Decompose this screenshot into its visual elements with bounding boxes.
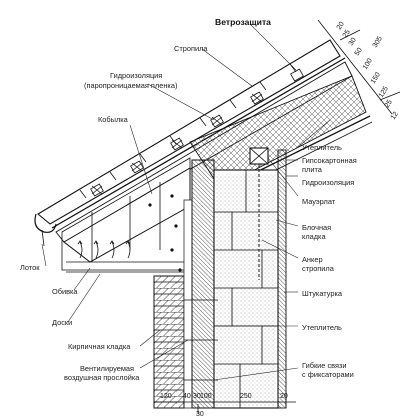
roof-dim-3: 50 <box>354 47 364 57</box>
label-soffit: Обивка <box>52 287 78 296</box>
tile-joints <box>79 63 297 199</box>
label-gypsum-l2: плита <box>302 165 323 174</box>
label-anchor-l1: Анкер <box>302 255 323 264</box>
labels: Ветрозащита Стропила Гидроизоляция (паро… <box>20 17 357 382</box>
inner-plaster <box>277 149 287 409</box>
brick-masonry <box>153 275 185 409</box>
label-vent-l2: воздушная прослойка <box>64 373 140 382</box>
label-rafter: Стропила <box>174 44 208 53</box>
label-brick: Кирпичная кладка <box>68 342 131 351</box>
label-anchor-l2: стропила <box>302 264 335 273</box>
label-mauerlat: Мауэрлат <box>302 197 336 206</box>
bottom-dim-4: 250 <box>240 393 252 400</box>
battens <box>90 68 304 197</box>
roof-dimension-numbers: 20 25 30 50 100 150 125 25 305 12 <box>336 21 400 121</box>
label-ties-l2: с фиксаторами <box>302 370 354 379</box>
roof-dim-9: 12 <box>390 111 400 121</box>
roof-dim-7: 25 <box>384 99 394 109</box>
vent-gap <box>183 199 193 409</box>
roof-structure <box>34 39 373 273</box>
roof-dim-1: 25 <box>342 29 352 39</box>
label-waterproof-l2: (паропроницаемая пленка) <box>84 81 177 90</box>
bottom-dim-0: 120 <box>160 393 172 400</box>
bottom-dimension-numbers: 120 40 30 100 250 20 30 <box>160 393 288 418</box>
wall-structure <box>153 147 287 409</box>
bottom-dimension-line <box>153 396 296 414</box>
flexible-ties <box>184 299 218 381</box>
bottom-dim-6: 30 <box>196 411 204 418</box>
label-insulation-wall: Утеплитель <box>302 323 342 332</box>
label-waterproof-l1: Гидроизоляция <box>110 71 162 80</box>
roof-dim-0: 20 <box>336 21 346 31</box>
label-rafter-foot: Кобылка <box>98 115 129 124</box>
leader-lines <box>41 23 331 381</box>
bottom-dim-2: 30 <box>193 393 201 400</box>
label-insulation-top: Утеплитель <box>302 143 342 152</box>
label-block-l2: кладка <box>302 232 326 241</box>
label-block-l1: Блочная <box>302 223 331 232</box>
vent-arrows <box>77 240 131 259</box>
label-gutter: Лоток <box>20 263 40 272</box>
roof-dim-4: 100 <box>362 57 374 71</box>
roof-dim-8: 305 <box>372 35 384 49</box>
roof-tiles <box>37 39 341 225</box>
roof-dim-2: 30 <box>348 37 358 47</box>
label-vent-l1: Вентилируемая <box>80 364 134 373</box>
roof-dim-5: 150 <box>370 71 382 85</box>
bottom-dim-3: 100 <box>200 393 212 400</box>
eave-boards <box>66 182 190 273</box>
label-ties-l1: Гибкие связи <box>302 361 347 370</box>
rafter-foot <box>63 167 191 263</box>
bottom-dim-5: 20 <box>280 393 288 400</box>
label-boards: Доски <box>52 318 72 327</box>
gutter <box>34 213 57 233</box>
label-plaster: Штукатурка <box>302 289 343 298</box>
bottom-dim-1: 40 <box>183 393 191 400</box>
label-windproof: Ветрозащита <box>215 17 271 27</box>
roof-dimension-lines <box>317 19 401 115</box>
nail-dots <box>148 194 182 272</box>
wall-insulation <box>191 159 215 409</box>
label-waterproofing: Гидроизоляция <box>302 178 354 187</box>
label-gypsum-l1: Гипсокартонная <box>302 156 357 165</box>
